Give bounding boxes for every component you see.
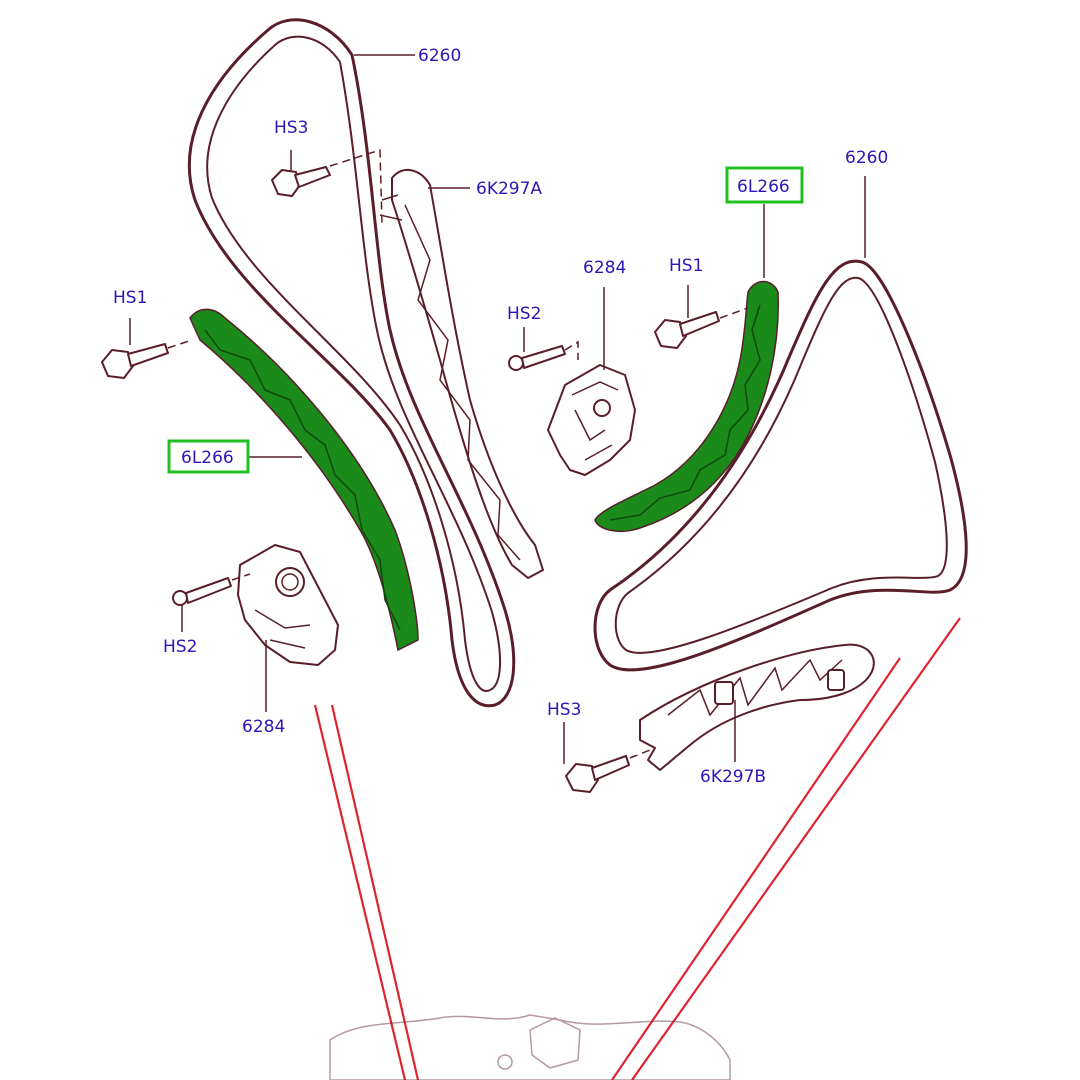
label-hs3-bottom[interactable]: HS3 — [547, 700, 581, 720]
label-6k297a[interactable]: 6K297A — [476, 179, 542, 199]
bolt-hs1-left[interactable] — [101, 343, 169, 379]
callout-labels: 6260 HS3 6K297A HS1 6L266 6284 HS2 HS1 6… — [113, 46, 888, 787]
timing-chain-right[interactable] — [593, 259, 968, 672]
bolt-hs3-top[interactable] — [271, 166, 331, 197]
guide-6l266-left-body — [189, 308, 419, 652]
label-6260-left[interactable]: 6260 — [418, 46, 461, 66]
highlight-box-6l266-right — [725, 166, 804, 204]
bolt-hs1-right[interactable] — [654, 311, 720, 349]
tensioner-6284-bottom[interactable] — [237, 544, 339, 666]
guide-6k297a[interactable] — [379, 169, 544, 579]
tensioner-6284-top[interactable] — [547, 364, 636, 476]
label-6l266-left[interactable]: 6L266 — [181, 448, 234, 468]
bolt-hs2-top[interactable] — [508, 345, 566, 371]
highlight-box-6l266-left — [167, 439, 250, 474]
timing-chain-left[interactable] — [187, 18, 516, 708]
label-hs3-top[interactable]: HS3 — [274, 118, 308, 138]
label-hs1-right[interactable]: HS1 — [669, 256, 703, 276]
guide-6l266-left[interactable] — [189, 308, 419, 652]
label-6284-bottom[interactable]: 6284 — [242, 717, 285, 737]
label-6284-top[interactable]: 6284 — [583, 258, 626, 278]
label-6l266-right[interactable]: 6L266 — [737, 177, 790, 197]
engine-sketch — [329, 1014, 731, 1080]
label-hs1-left[interactable]: HS1 — [113, 288, 147, 308]
callout-leaders — [129, 54, 866, 764]
label-6260-right[interactable]: 6260 — [845, 148, 888, 168]
guide-6l266-right[interactable] — [594, 280, 779, 532]
alignment-dashes — [167, 148, 749, 759]
label-hs2-top[interactable]: HS2 — [507, 304, 541, 324]
label-hs2-bottom[interactable]: HS2 — [163, 637, 197, 657]
guide-6k297b[interactable] — [639, 643, 875, 771]
bolt-hs2-bottom[interactable] — [172, 577, 232, 606]
label-6k297b[interactable]: 6K297B — [700, 767, 766, 787]
red-pointer-lines — [313, 617, 961, 1080]
bolt-hs3-bottom[interactable] — [565, 755, 630, 793]
